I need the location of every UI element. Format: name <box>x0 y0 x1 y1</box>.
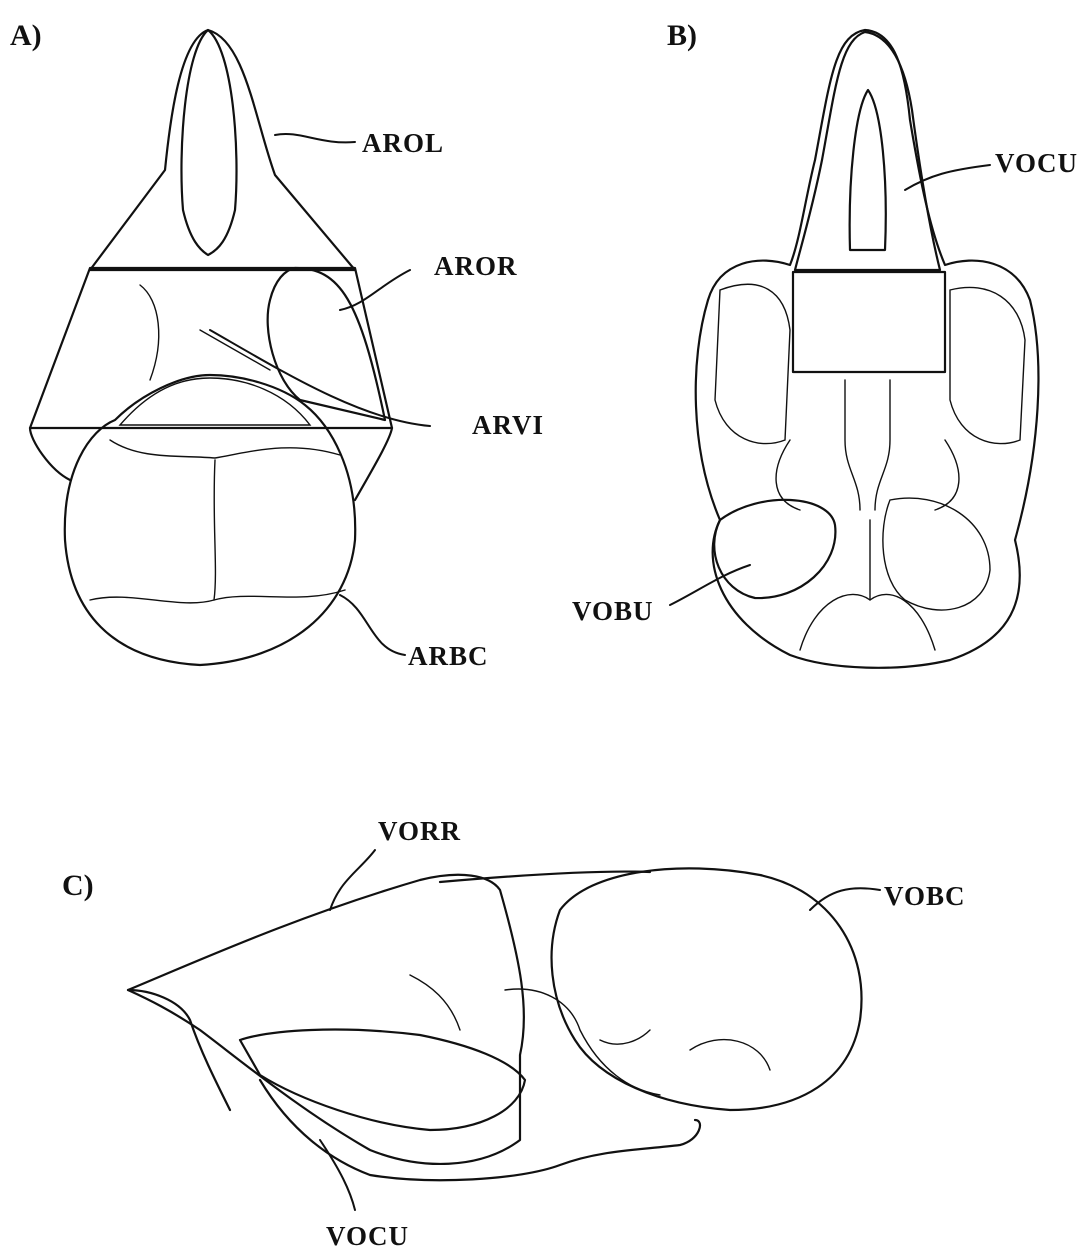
leader-vobu <box>670 565 750 605</box>
panel-a-label: A) <box>10 19 42 52</box>
panel-a: A) AROL AROR <box>10 19 544 671</box>
label-arol: AROL <box>362 128 444 158</box>
panel-b-label: B) <box>667 19 697 52</box>
panel-c-label: C) <box>62 869 94 902</box>
label-vocu-b: VOCU <box>995 148 1078 178</box>
leader-vobc <box>810 888 880 910</box>
leader-arol <box>275 134 355 142</box>
label-vobc: VOBC <box>884 881 965 911</box>
label-arbc: ARBC <box>408 641 489 671</box>
panel-c-skull-drawing <box>128 868 862 1180</box>
panel-b: B) VOCU VOBU <box>572 19 1078 668</box>
label-vorr: VORR <box>378 816 461 846</box>
label-vobu: VOBU <box>572 596 653 626</box>
leader-arbc <box>340 595 405 655</box>
label-aror: AROR <box>434 251 518 281</box>
panel-c: C) VORR VOBC VOCU <box>62 816 965 1251</box>
label-vocu-c: VOCU <box>326 1221 409 1251</box>
label-arvi: ARVI <box>472 410 544 440</box>
panel-b-skull-drawing <box>696 30 1039 668</box>
panel-a-skull-drawing <box>30 30 392 665</box>
